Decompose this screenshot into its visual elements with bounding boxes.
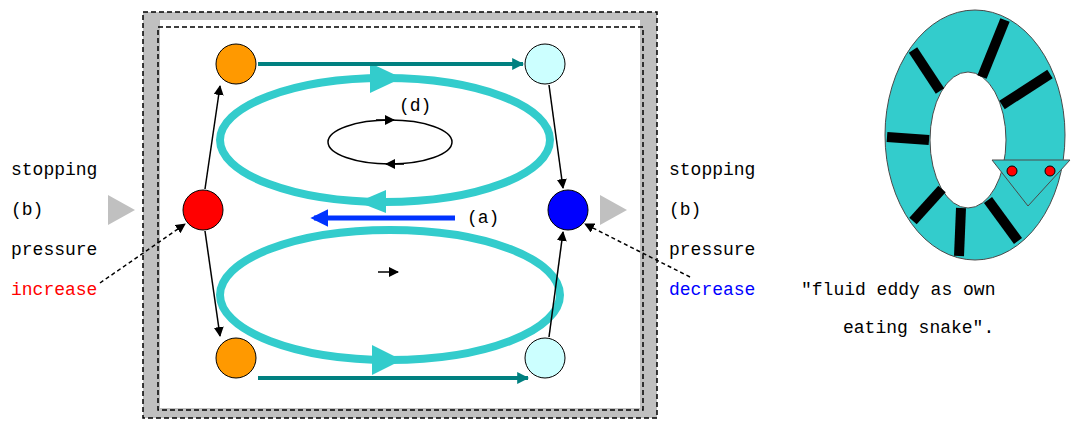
side-label: (b) xyxy=(668,199,702,221)
pressure-point xyxy=(216,338,256,378)
eddy-arrowhead xyxy=(372,345,402,375)
small-eddy xyxy=(328,120,452,164)
snake-body xyxy=(885,10,1065,260)
pressure-point xyxy=(525,338,565,378)
upper-eddy xyxy=(220,78,550,202)
snake-eye xyxy=(1045,166,1055,176)
stopping-triangle xyxy=(600,195,627,225)
eddy-arrowhead xyxy=(358,190,386,213)
side-label: pressure xyxy=(668,239,756,261)
leader-line xyxy=(100,224,185,283)
flow-arrow xyxy=(258,62,523,66)
flow-arrow xyxy=(258,376,528,380)
flow-arrow xyxy=(205,86,220,189)
snake-figure xyxy=(885,10,1070,260)
snake-stripes xyxy=(887,20,1050,256)
snake-hole xyxy=(930,72,1006,208)
side-label: pressure xyxy=(10,239,98,261)
flow-arrow xyxy=(205,231,220,336)
frame-inside xyxy=(160,20,640,408)
side-label: (b) xyxy=(10,199,44,221)
frame-wall xyxy=(143,12,657,418)
side-label: stopping xyxy=(668,159,756,181)
pressure-change-label: decrease xyxy=(668,279,756,301)
stopping-triangle xyxy=(108,195,135,225)
small-flow-arrow xyxy=(378,271,398,273)
pressure-point xyxy=(525,44,565,84)
snake-head xyxy=(992,160,1070,206)
lower-eddy xyxy=(220,230,560,360)
caption-note: eating snake″. xyxy=(842,317,995,339)
pressure-point xyxy=(216,44,256,84)
caption-note: ″fluid eddy as own xyxy=(800,279,996,301)
low-pressure-point xyxy=(548,190,588,230)
callout-label: (d) xyxy=(398,95,432,117)
outer-dashed-boundary xyxy=(143,12,657,418)
reverse-flow-arrow xyxy=(314,216,455,221)
side-label: stopping xyxy=(10,159,98,181)
eddy-arrowhead xyxy=(370,63,402,93)
pressure-change-label: increase xyxy=(10,279,98,301)
small-eddy-arrow xyxy=(386,163,404,165)
high-pressure-point xyxy=(183,190,223,230)
flow-arrow xyxy=(549,232,563,337)
callout-label: (a) xyxy=(466,207,500,229)
snake-eye xyxy=(1007,166,1017,176)
small-eddy-arrow xyxy=(376,119,394,121)
inner-dashed-boundary xyxy=(158,27,643,410)
flow-arrow xyxy=(549,85,563,188)
